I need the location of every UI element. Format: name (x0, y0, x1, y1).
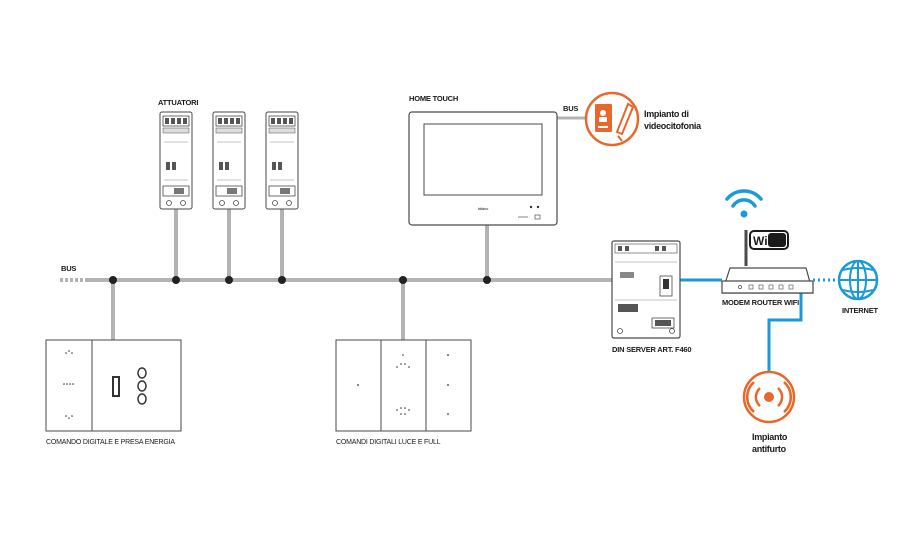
globe-icon (837, 259, 879, 301)
antifurto-icon (742, 370, 796, 424)
rocker-down-icon (65, 415, 73, 419)
wifi-icon (725, 189, 763, 218)
home-touch-screen (423, 123, 543, 196)
home-touch-label: HOME TOUCH (409, 94, 458, 103)
bus-label-top: BUS (563, 104, 578, 113)
antifurto-label-line1: Impianto (752, 432, 788, 442)
button-dots-icon (396, 354, 410, 415)
videocitofonia-icon (584, 91, 640, 147)
modem-router (721, 230, 814, 294)
home-touch-panel: HOME TOUCH bticino (408, 94, 558, 226)
modem-router-label: MODEM ROUTER WIFI (722, 298, 799, 307)
actuators-group: ATTUATORI (158, 98, 299, 210)
bus-junction (225, 276, 233, 284)
energy-socket-icon (112, 367, 147, 405)
antifurto-label-line2: antifurto (752, 444, 787, 454)
rocker-mid-icon (63, 383, 74, 385)
videocitofonia-label-line1: Impianto di (644, 109, 689, 119)
bus-lines (60, 116, 612, 340)
videocitofonia-group: Impianto di videocitofonia (584, 91, 702, 147)
videocitofonia-label-line2: videocitofonia (644, 121, 702, 131)
bus-label-left: BUS (61, 264, 76, 273)
comando-energia-plate (45, 339, 182, 432)
bus-junction (278, 276, 286, 284)
rocker-up-icon (65, 350, 73, 354)
actuator-module (265, 111, 299, 210)
din-server-label: DIN SERVER ART. F460 (612, 345, 691, 354)
bus-junction (109, 276, 117, 284)
comandi-luce-label: COMANDI DIGITALI LUCE E FULL (336, 439, 441, 446)
bus-junction (399, 276, 407, 284)
actuator-module (159, 111, 193, 210)
wifi-badge-text: Wi Fi (753, 234, 782, 248)
din-server (611, 240, 681, 339)
actuator-module (212, 111, 246, 210)
comandi-luce-plate (335, 339, 472, 432)
network-lines (680, 278, 838, 372)
internet-label: INTERNET (842, 306, 879, 315)
comando-energia-label: COMANDO DIGITALE E PRESA ENERGIA (46, 439, 175, 446)
wifi-badge: Wi Fi (749, 230, 789, 250)
bus-junction (483, 276, 491, 284)
actuators-label: ATTUATORI (158, 98, 198, 107)
bus-junction (172, 276, 180, 284)
home-touch-brand: bticino (478, 206, 489, 211)
ethernet-router-to-antifurto (767, 293, 803, 372)
